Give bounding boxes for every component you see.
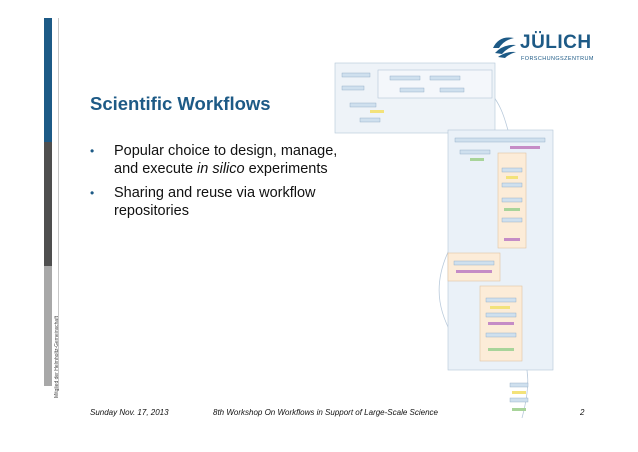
sidebar-band-blue — [44, 18, 52, 142]
bullet-item: • Popular choice to design, manage, and … — [90, 142, 350, 178]
sidebar-divider — [58, 18, 59, 390]
bullet-text: Sharing and reuse via workflow repositor… — [114, 185, 316, 219]
bullet-text: Popular choice to design, manage, and ex… — [114, 143, 338, 177]
logo-name: JÜLICH — [520, 32, 592, 53]
slide-title: Scientific Workflows — [90, 93, 271, 114]
helmholtz-membership-text: Mitglied der Helmholtz-Gemeinschaft — [54, 316, 60, 398]
juelich-logo: JÜLICH FORSCHUNGSZENTRUM — [490, 30, 618, 66]
bullet-marker: • — [90, 144, 95, 158]
footer-conference: 8th Workshop On Workflows in Support of … — [213, 408, 438, 417]
page-number: 2 — [580, 408, 585, 417]
bullet-list: • Popular choice to design, manage, and … — [90, 142, 350, 226]
juelich-logo-icon — [493, 37, 516, 58]
sidebar-band-light-gray — [44, 266, 52, 386]
workflow-diagram-image — [334, 62, 554, 419]
bullet-marker: • — [90, 186, 95, 200]
footer-date: Sunday Nov. 17, 2013 — [90, 408, 169, 417]
sidebar-band-dark-gray — [44, 142, 52, 266]
logo-subtitle: FORSCHUNGSZENTRUM — [521, 56, 594, 62]
bullet-item: • Sharing and reuse via workflow reposit… — [90, 184, 350, 220]
